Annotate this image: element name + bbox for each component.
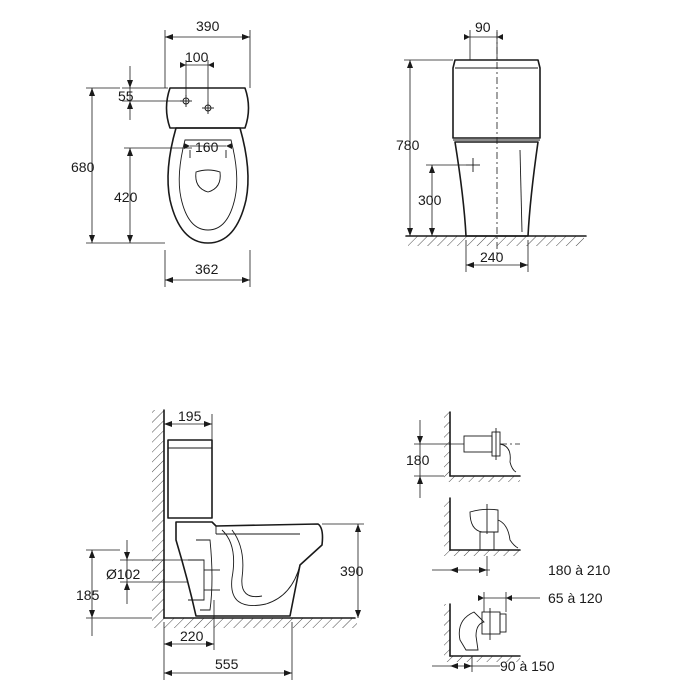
dim-range-65-120: 65 à 120 (548, 590, 603, 606)
dim-length-680: 680 (71, 159, 95, 175)
dim-width-390: 390 (196, 18, 220, 34)
dim-rim-390: 390 (340, 563, 364, 579)
dim-height-420: 420 (114, 189, 138, 205)
side-view: 195 Ø102 185 390 220 555 (76, 408, 364, 680)
side-view-outlet (188, 559, 205, 601)
connection-details: 180 180 à 210 (406, 411, 610, 674)
front-view-pedestal (454, 141, 539, 237)
dim-base-362: 362 (195, 261, 219, 277)
dim-offset-100: 100 (185, 49, 209, 65)
dim-outlet-185: 185 (76, 587, 100, 603)
dim-base-240: 240 (480, 249, 504, 265)
dim-bowl-160: 160 (195, 139, 219, 155)
dim-inlet-300: 300 (418, 192, 442, 208)
dim-height-780: 780 (396, 137, 420, 153)
top-view: 390 100 55 680 420 160 (71, 18, 251, 287)
side-view-floor-hatch (152, 618, 357, 628)
top-view-bowl (167, 127, 249, 244)
side-view-bowl (175, 521, 324, 617)
dim-connection-180: 180 (406, 452, 430, 468)
connection-detail-horizontal: 180 (406, 411, 521, 498)
connection-detail-vertical: 180 à 210 (432, 497, 610, 578)
side-view-wall-hatch (152, 410, 164, 618)
dim-depth-90: 90 (475, 19, 491, 35)
top-view-seat (178, 139, 238, 231)
front-view-floor-hatch (408, 236, 584, 246)
side-view-tank (167, 439, 213, 519)
connection-detail-angled: 65 à 120 90 à 150 (432, 590, 603, 674)
top-view-bowl-opening (195, 169, 221, 193)
dim-range-90-150: 90 à 150 (500, 658, 555, 674)
front-view-tank (452, 59, 541, 139)
dim-outlet-220: 220 (180, 628, 204, 644)
front-view: 90 780 300 240 (396, 19, 587, 272)
dim-length-555: 555 (215, 656, 239, 672)
dim-range-180-210: 180 à 210 (548, 562, 610, 578)
dim-tank-195: 195 (178, 408, 202, 424)
side-view-trapway (221, 529, 301, 606)
dim-offset-55: 55 (118, 88, 134, 104)
dim-outlet-diameter: Ø102 (106, 566, 140, 582)
